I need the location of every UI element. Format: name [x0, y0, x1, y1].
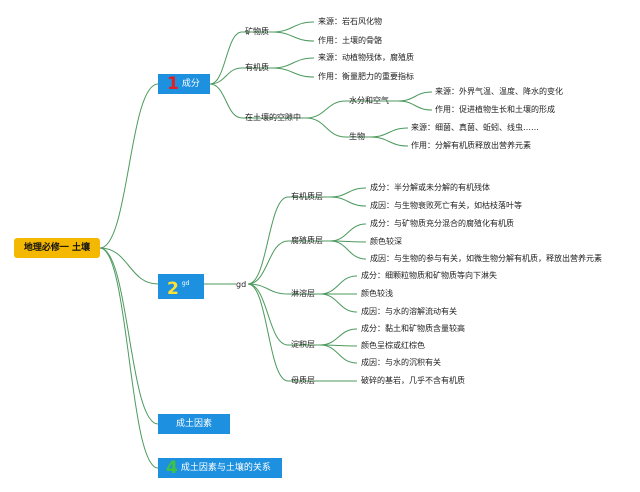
- connector-horizon-item: [329, 223, 367, 242]
- node-pore-space[interactable]: 在土壤的空隙中: [245, 113, 301, 122]
- connector-composition-space: [209, 83, 243, 119]
- horizon-eluvial-layer-item[interactable]: 颜色较浅: [361, 289, 393, 298]
- connector-water-air-role: [397, 100, 433, 111]
- horizon-illuvial-layer[interactable]: 淀积层: [291, 340, 315, 349]
- connector-root-composition: [99, 83, 159, 249]
- horizon-eluvial-layer-item[interactable]: 成因：与水的溶解流动有关: [361, 307, 457, 316]
- connector-water-air-source: [397, 91, 433, 102]
- horizon-organic-layer-item[interactable]: 成分：半分解或未分解的有机残体: [370, 183, 490, 192]
- horizon-humus-layer-item[interactable]: 成因：与生物的参与有关，如微生物分解有机质，释放出营养元素: [370, 254, 602, 263]
- horizon-parent-material-layer[interactable]: 母质层: [291, 376, 315, 385]
- horizon-organic-layer-item[interactable]: 成因：与生物衰败死亡有关，如枯枝落叶等: [370, 201, 522, 210]
- node-organism-source[interactable]: 来源：细菌、真菌、蚯蚓、线虫……: [411, 123, 539, 132]
- node-mineral[interactable]: 矿物质: [245, 27, 269, 36]
- horizon-parent-material-layer-item[interactable]: 破碎的基岩，几乎不含有机质: [361, 376, 465, 385]
- section-soil-forming-factors[interactable]: 成土因素: [158, 414, 230, 434]
- connector-root-relationship: [99, 247, 159, 469]
- horizon-illuvial-layer-item[interactable]: 颜色呈棕或红棕色: [361, 341, 425, 350]
- node-water-air[interactable]: 水分和空气: [349, 96, 389, 105]
- section-gd-number: 2: [167, 279, 179, 299]
- root-node[interactable]: 地理必修一 土壤: [14, 238, 100, 258]
- section-factors-relationship-number: 4: [166, 458, 178, 478]
- connector-horizon-item: [329, 196, 367, 207]
- horizon-illuvial-layer-item[interactable]: 成分：黏土和矿物质含量较高: [361, 324, 465, 333]
- node-organic-source[interactable]: 来源：动植物残体，腐殖质: [318, 53, 414, 62]
- connector-composition-organic: [209, 67, 243, 85]
- connector-horizon-item: [319, 344, 358, 364]
- horizon-humus-layer[interactable]: 腐殖质层: [291, 236, 323, 245]
- node-organic-role[interactable]: 作用：衡量肥力的重要指标: [318, 72, 414, 81]
- horizon-humus-layer-item[interactable]: 颜色较深: [370, 237, 402, 246]
- connector-organism-source: [369, 127, 409, 138]
- connector-organism-role: [369, 136, 409, 147]
- connector-root-factors: [99, 247, 159, 425]
- node-organism-role[interactable]: 作用：分解有机质释放出营养元素: [411, 141, 531, 150]
- connector-horizon-item: [329, 187, 367, 198]
- connector-root-gd: [99, 247, 159, 285]
- node-mineral-role[interactable]: 作用：土壤的骨骼: [318, 36, 382, 45]
- connector-gd-organic: [247, 196, 289, 285]
- connector-gd-parent: [247, 283, 289, 382]
- connector-gd-humus: [247, 240, 289, 285]
- connector-horizon-item: [329, 240, 367, 260]
- horizon-organic-layer[interactable]: 有机质层: [291, 192, 323, 201]
- connector-organic-source: [271, 57, 315, 69]
- horizon-eluvial-layer-item[interactable]: 成分：细颗粒物质和矿物质等向下淋失: [361, 271, 497, 280]
- node-organic[interactable]: 有机质: [245, 63, 269, 72]
- section-composition-label: 成分: [181, 79, 200, 89]
- node-organism[interactable]: 生物: [349, 132, 365, 141]
- node-water-air-role[interactable]: 作用：促进植物生长和土壤的形成: [435, 105, 555, 114]
- horizon-eluvial-layer[interactable]: 淋溶层: [291, 289, 315, 298]
- node-mineral-source[interactable]: 来源：岩石风化物: [318, 17, 382, 26]
- connector-mineral-source: [271, 21, 315, 33]
- section-soil-forming-factors-label: 成土因素: [175, 419, 212, 429]
- connector-gd-illuvial: [247, 283, 289, 346]
- connector-horizon-item: [319, 275, 358, 295]
- connector-organic-role: [271, 67, 315, 78]
- section-factors-relationship-label: 成土因素与土壤的关系: [180, 463, 271, 473]
- node-water-air-source[interactable]: 来源：外界气温、温度、降水的变化: [435, 87, 563, 96]
- connector-horizon-item: [319, 293, 358, 313]
- connector-gd-eluvial: [247, 283, 289, 295]
- horizon-illuvial-layer-item[interactable]: 成因：与水的沉积有关: [361, 358, 441, 367]
- connector-mineral-role: [271, 31, 315, 42]
- node-gd[interactable]: gd: [236, 280, 247, 289]
- section-gd-label: gd: [181, 280, 190, 287]
- connector-space-water-air: [305, 100, 347, 119]
- connector-space-organism: [305, 117, 347, 138]
- connector-composition-mineral: [209, 31, 243, 85]
- section-composition-number: 1: [167, 74, 179, 94]
- connector-horizon-item: [319, 328, 358, 346]
- horizon-humus-layer-item[interactable]: 成分：与矿物质充分混合的腐殖化有机质: [370, 219, 514, 228]
